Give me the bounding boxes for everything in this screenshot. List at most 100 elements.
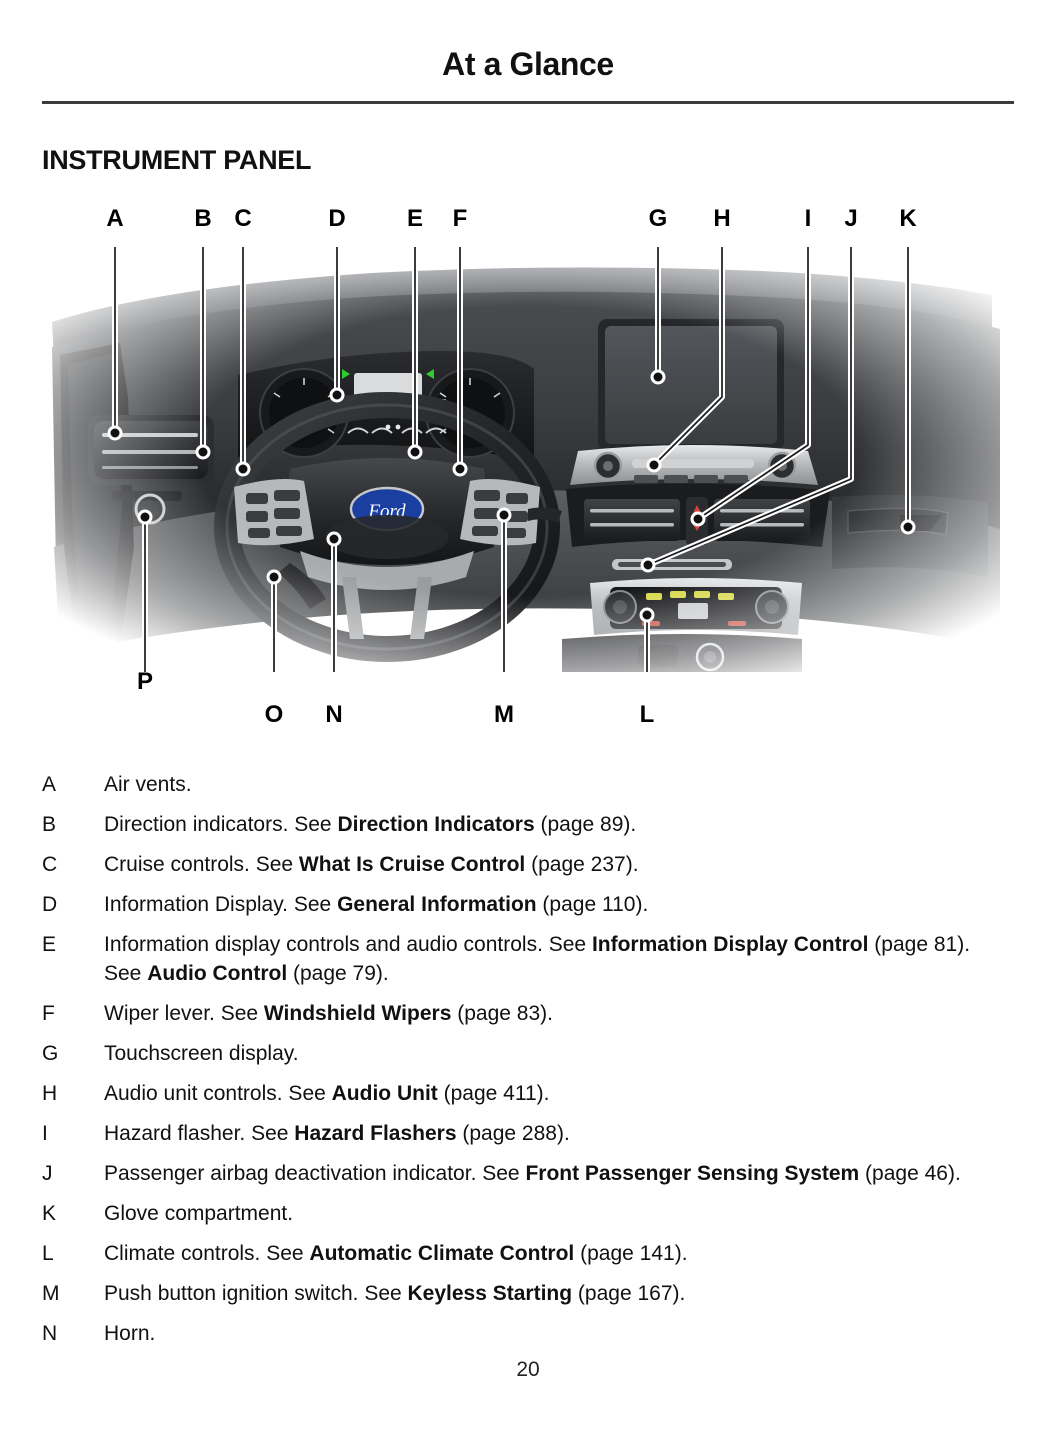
legend-row: I Hazard flasher. See Hazard Flashers (pa… xyxy=(42,1119,1014,1148)
legend-row: M Push button ignition switch. See Keyles… xyxy=(42,1279,1014,1308)
legend-row: H Audio unit controls. See Audio Unit (pa… xyxy=(42,1079,1014,1108)
dashboard-photo: Ford xyxy=(42,247,1014,672)
legend-text-run: (page 167). xyxy=(572,1282,686,1305)
legend-description: Audio unit controls. See Audio Unit (pag… xyxy=(104,1079,984,1108)
cross-reference[interactable]: Windshield Wipers xyxy=(263,1002,452,1025)
callout-letter-o: O xyxy=(264,701,284,728)
legend-description: Cruise controls. See What Is Cruise Cont… xyxy=(104,850,984,879)
legend-description: Wiper lever. See Windshield Wipers (page… xyxy=(104,999,984,1028)
callout-letter-d: D xyxy=(328,205,346,232)
legend-key: A xyxy=(42,773,57,796)
cross-reference[interactable]: Information Display Control xyxy=(591,933,869,956)
cross-reference[interactable]: Audio Unit xyxy=(331,1082,438,1105)
page-title: At a Glance xyxy=(442,46,614,82)
callout-letter-k: K xyxy=(899,205,917,232)
legend-row: K Glove compartment. xyxy=(42,1199,1014,1228)
callout-letter-j: J xyxy=(844,205,858,232)
legend-row: B Direction indicators. See Direction Ind… xyxy=(42,810,1014,839)
legend-text-run: Audio unit controls. See xyxy=(104,1082,332,1105)
section-heading: INSTRUMENT PANEL xyxy=(42,145,312,175)
legend-key: N xyxy=(42,1322,58,1345)
legend-text-run: (page 288). xyxy=(456,1122,570,1145)
cross-reference[interactable]: Audio Control xyxy=(147,962,288,985)
legend-text-run: Touchscreen display. xyxy=(104,1042,299,1065)
legend-row: J Passenger airbag deactivation indicator… xyxy=(42,1159,1014,1188)
cross-reference[interactable]: General Information xyxy=(337,893,537,916)
legend-description: Passenger airbag deactivation indicator.… xyxy=(104,1159,984,1188)
cross-reference[interactable]: Hazard Flashers xyxy=(294,1122,457,1145)
legend-description: Air vents. xyxy=(104,770,984,799)
legend-text-run: Passenger airbag deactivation indicator.… xyxy=(104,1162,526,1185)
legend-row: F Wiper lever. See Windshield Wipers (pag… xyxy=(42,999,1014,1028)
callout-letter-l: L xyxy=(639,701,655,728)
callout-letter-e: E xyxy=(406,205,424,232)
instrument-panel-legend: A Air vents. B Direction indicators. See Di… xyxy=(42,770,1014,1359)
callout-letter-g: G xyxy=(648,205,668,232)
callout-letter-i: I xyxy=(804,205,812,232)
cross-reference[interactable]: Front Passenger Sensing System xyxy=(525,1162,860,1185)
legend-text-run: Horn. xyxy=(104,1322,156,1345)
legend-key: E xyxy=(42,933,57,956)
legend-description: Glove compartment. xyxy=(104,1199,984,1228)
legend-row: L Climate controls. See Automatic Climate… xyxy=(42,1239,1014,1268)
callout-letter-m: M xyxy=(494,701,514,728)
legend-row: G Touchscreen display. xyxy=(42,1039,1014,1068)
callout-letter-h: H xyxy=(713,205,731,232)
legend-description: Direction indicators. See Direction Indi… xyxy=(104,810,984,839)
callout-letter-b: B xyxy=(194,205,212,232)
legend-key: B xyxy=(42,813,57,836)
legend-description: Push button ignition switch. See Keyless… xyxy=(104,1279,984,1308)
legend-row: N Horn. xyxy=(42,1319,1014,1348)
legend-key: H xyxy=(42,1082,58,1105)
legend-text-run: (page 237). xyxy=(525,853,639,876)
legend-row: E Information display controls and audio … xyxy=(42,930,1014,988)
legend-description: Climate controls. See Automatic Climate … xyxy=(104,1239,984,1268)
legend-key: I xyxy=(42,1122,48,1145)
legend-key: J xyxy=(42,1162,53,1185)
legend-text-run: (page 83). xyxy=(451,1002,553,1025)
legend-description: Information Display. See General Informa… xyxy=(104,890,984,919)
legend-text-run: (page 411). xyxy=(437,1082,550,1105)
cross-reference[interactable]: What Is Cruise Control xyxy=(298,853,526,876)
cross-reference[interactable]: Direction Indicators xyxy=(337,813,535,836)
legend-text-run: Glove compartment. xyxy=(104,1202,294,1225)
legend-text-run: Direction indicators. See xyxy=(104,813,338,836)
legend-text-run: Push button ignition switch. See xyxy=(104,1282,408,1305)
legend-text-run: (page 81). See xyxy=(104,933,971,985)
legend-text-run: Wiper lever. See xyxy=(104,1002,264,1025)
legend-key: F xyxy=(42,1002,55,1025)
legend-key: D xyxy=(42,893,58,916)
legend-key: K xyxy=(42,1202,57,1225)
legend-key: G xyxy=(42,1042,59,1065)
cross-reference[interactable]: Keyless Starting xyxy=(407,1282,573,1305)
legend-text-run: Air vents. xyxy=(104,773,192,796)
callout-letter-c: C xyxy=(234,205,252,232)
page-number: 20 xyxy=(516,1358,540,1381)
leader-lines-core xyxy=(114,247,909,672)
instrument-panel-figure: Ford xyxy=(42,205,1014,735)
legend-row: D Information Display. See General Inform… xyxy=(42,890,1014,919)
legend-description: Hazard flasher. See Hazard Flashers (pag… xyxy=(104,1119,984,1148)
callout-letter-p: P xyxy=(136,668,154,695)
legend-text-run: Climate controls. See xyxy=(104,1242,310,1265)
legend-text-run: (page 89). xyxy=(534,813,637,836)
callout-letter-n: N xyxy=(325,701,343,728)
cross-reference[interactable]: Automatic Climate Control xyxy=(309,1242,575,1265)
leader-dots xyxy=(107,369,916,623)
legend-text-run: (page 46). xyxy=(859,1162,961,1185)
legend-text-run: (page 141). xyxy=(574,1242,688,1265)
legend-text-run: (page 79). xyxy=(287,962,389,985)
legend-description: Horn. xyxy=(104,1319,984,1348)
legend-key: L xyxy=(42,1242,54,1265)
legend-key: M xyxy=(42,1282,60,1305)
callout-letter-f: F xyxy=(452,205,468,232)
legend-text-run: (page 110). xyxy=(536,893,649,916)
header-divider xyxy=(42,101,1014,104)
legend-text-run: Hazard flasher. See xyxy=(104,1122,295,1145)
callout-letter-a: A xyxy=(106,205,124,232)
legend-text-run: Cruise controls. See xyxy=(104,853,299,876)
legend-text-run: Information display controls and audio c… xyxy=(104,933,592,956)
legend-description: Information display controls and audio c… xyxy=(104,930,984,988)
